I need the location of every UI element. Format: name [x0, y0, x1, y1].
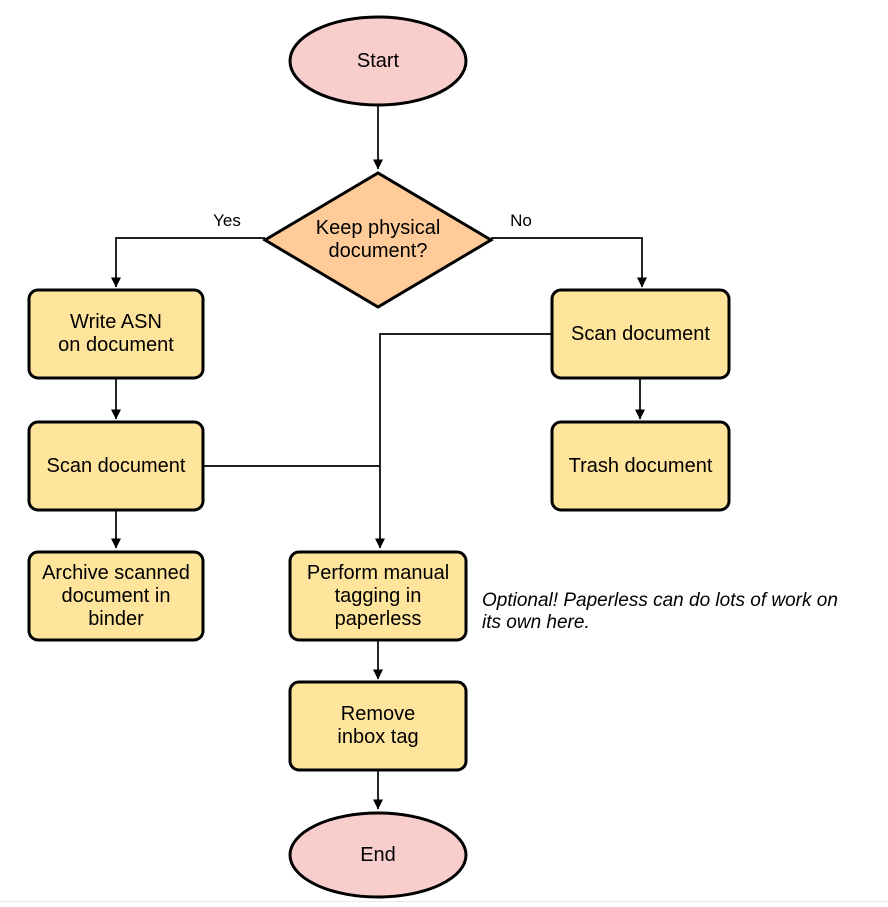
archive-label: Archive scanned document in binder — [42, 561, 190, 630]
end-label: End — [360, 843, 396, 866]
scan-document-left-node — [27, 420, 205, 512]
perform-tagging-node — [288, 550, 468, 642]
scan-document-right-label: Scan document — [571, 322, 710, 345]
start-label: Start — [356, 49, 400, 72]
perform-tagging-label: Perform manual tagging in paperless — [306, 561, 450, 630]
decision-label: Keep physical document? — [315, 217, 441, 262]
scan-document-left-label: Scan document — [46, 454, 186, 477]
decision-node — [262, 171, 494, 309]
edge-decision-no — [491, 237, 647, 288]
remove-inbox-tag-label: Remove inbox tag — [337, 703, 419, 748]
write-asn-label: Write ASN on document — [58, 311, 174, 356]
optional-note: Optional! Paperless can do lots of work … — [482, 590, 838, 633]
end-node — [288, 811, 468, 899]
write-asn-node — [27, 288, 205, 380]
trash-document-node — [550, 420, 731, 512]
edge-decision-yes — [111, 237, 265, 288]
start-node — [288, 15, 468, 107]
no-edge-label: No — [510, 211, 532, 230]
archive-node — [27, 550, 205, 642]
remove-inbox-tag-node — [288, 680, 468, 772]
scan-document-right-node — [550, 288, 731, 380]
trash-document-label: Trash document — [568, 454, 713, 477]
edge-scanright-to-tagging — [375, 333, 552, 549]
yes-edge-label: Yes — [213, 211, 241, 230]
